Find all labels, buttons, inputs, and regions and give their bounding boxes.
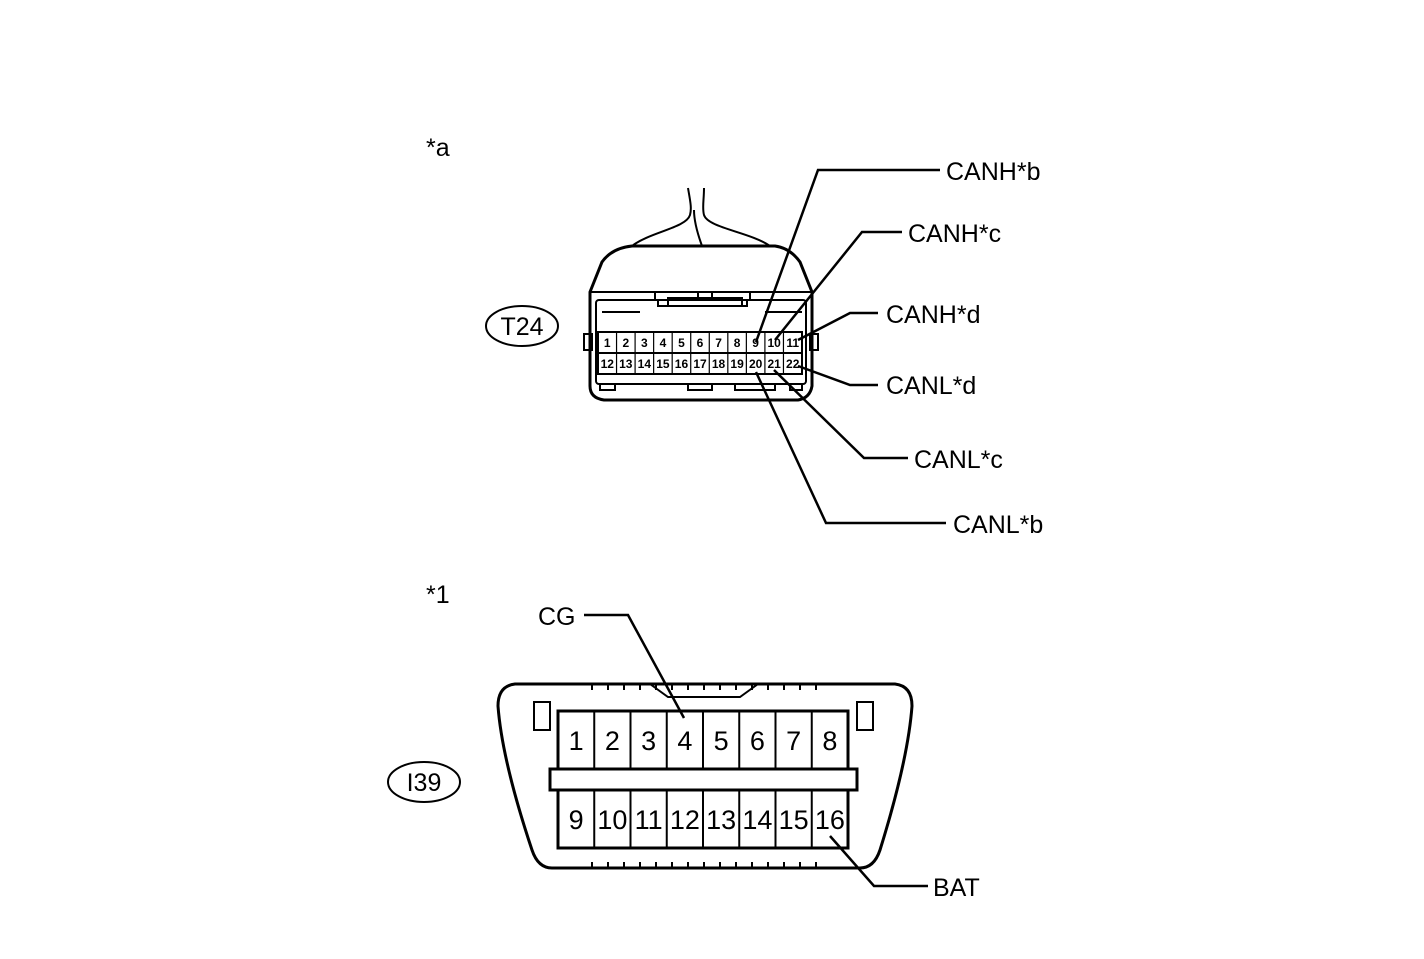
connector-a-pin-17: 17 — [693, 357, 707, 371]
connector-a-pin-1: 1 — [604, 336, 611, 350]
connector-a-pin-8: 8 — [734, 336, 741, 350]
connector-a-note: *a — [426, 134, 450, 162]
label-canl-d: CANL*d — [886, 372, 976, 400]
connector-a-pin-12: 12 — [601, 357, 615, 371]
connector-1-pin-13: 13 — [706, 805, 736, 835]
connector-a-pin-18: 18 — [712, 357, 726, 371]
connector-1-pin-5: 5 — [714, 726, 729, 756]
connector-a-pin-7: 7 — [715, 336, 722, 350]
connector-1-pin-12: 12 — [670, 805, 700, 835]
connector-a-pin-16: 16 — [675, 357, 689, 371]
connector-a-pins-bottom: 12 13 14 15 16 17 18 19 20 21 22 — [601, 353, 800, 374]
connector-1-note: *1 — [426, 581, 450, 609]
connector-a-code: T24 — [500, 313, 543, 341]
connector-a-pin-10: 10 — [768, 336, 782, 350]
connector-a-housing — [588, 244, 814, 402]
connector-1-pin-4: 4 — [677, 726, 692, 756]
connector-1-pin-11: 11 — [635, 805, 663, 835]
connector-1-pin-1: 1 — [569, 726, 584, 756]
connector-a-pin-13: 13 — [619, 357, 633, 371]
connector-1-code: I39 — [407, 769, 442, 797]
connector-1-pin-3: 3 — [641, 726, 656, 756]
connector-1-pin-7: 7 — [786, 726, 801, 756]
connector-1-housing — [496, 682, 914, 870]
label-bat: BAT — [933, 874, 980, 902]
connector-a-pin-5: 5 — [678, 336, 685, 350]
label-canl-b: CANL*b — [953, 511, 1043, 539]
connector-a-pin-9: 9 — [752, 336, 759, 350]
connector-a-pin-4: 4 — [660, 336, 667, 350]
label-canh-b: CANH*b — [946, 158, 1040, 186]
connector-1-pin-14: 14 — [742, 805, 772, 835]
label-canh-d: CANH*d — [886, 301, 980, 329]
connector-1-pin-2: 2 — [605, 726, 620, 756]
connector-1-pin-6: 6 — [750, 726, 765, 756]
label-canl-c: CANL*c — [914, 446, 1003, 474]
label-canh-c: CANH*c — [908, 220, 1001, 248]
connector-a-pin-15: 15 — [656, 357, 670, 371]
connector-1-pin-9: 9 — [569, 805, 584, 835]
connector-a-pin-11: 11 — [786, 336, 799, 350]
label-cg: CG — [538, 603, 576, 631]
connector-1-pin-8: 8 — [822, 726, 837, 756]
connector-a-pin-21: 21 — [768, 357, 782, 371]
connector-1-pin-10: 10 — [597, 805, 627, 835]
connector-a-pin-20: 20 — [749, 357, 763, 371]
connector-1-code-oval — [387, 761, 461, 803]
connector-1-pin-16: 16 — [815, 805, 845, 835]
connector-a-pin-19: 19 — [730, 357, 744, 371]
connector-a-pin-22: 22 — [786, 357, 800, 371]
connector-a-pin-2: 2 — [622, 336, 629, 350]
connector-a-pin-6: 6 — [697, 336, 704, 350]
connector-1-pin-15: 15 — [779, 805, 809, 835]
connector-a-pin-14: 14 — [638, 357, 652, 371]
connector-a-pin-3: 3 — [641, 336, 648, 350]
connector-a-code-oval — [485, 305, 559, 347]
